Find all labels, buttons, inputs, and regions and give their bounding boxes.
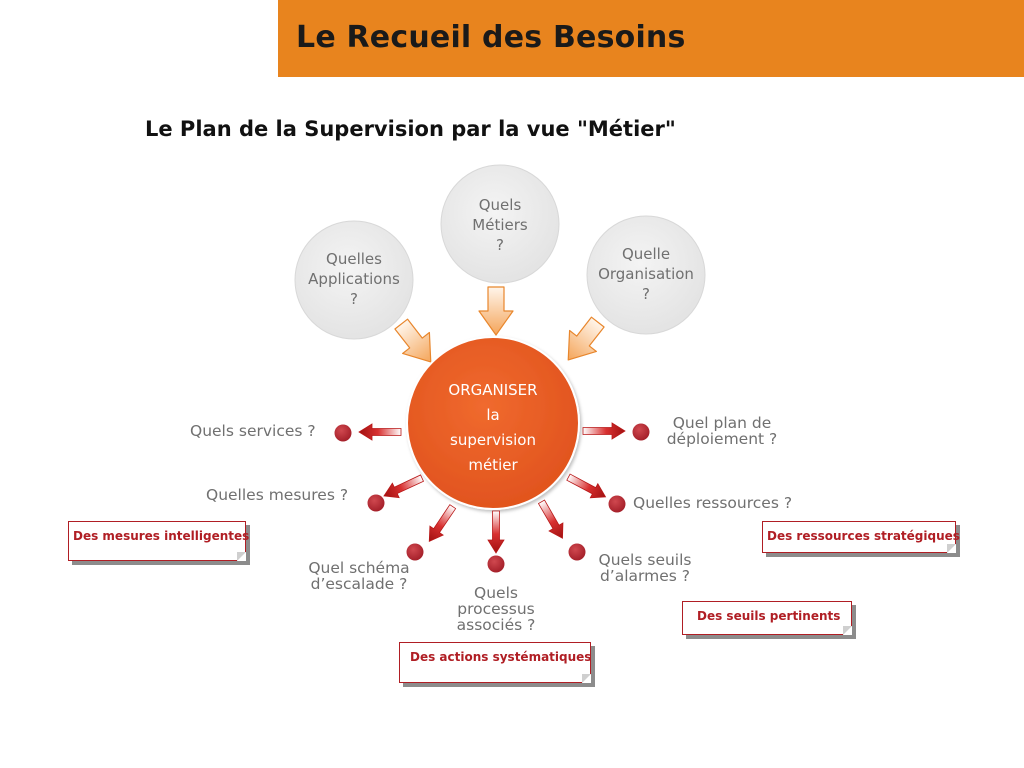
output-label-plan: Quel plan de déploiement ? (655, 415, 789, 447)
output-label-line: déploiement ? (666, 430, 778, 448)
output-arrow-services (358, 423, 402, 441)
output-arrow-seuils (534, 497, 570, 543)
input-label-line: ? (350, 290, 358, 308)
diagram-subtitle: Le Plan de la Supervision par la vue "Mé… (145, 117, 676, 141)
input-circle-metiers (440, 164, 560, 284)
callout-page-fold (582, 674, 591, 683)
header-bar (278, 0, 1024, 77)
output-label-ressources: Quelles ressources ? (633, 494, 793, 512)
callout-page-fold (843, 626, 852, 635)
callout-seuils: Des seuils pertinents (682, 601, 852, 635)
center-label: ORGANISER la supervision métier (410, 378, 576, 478)
output-arrow-plan (582, 422, 626, 440)
input-circle-organisation (586, 215, 706, 335)
output-label-services: Quels services ? (190, 422, 316, 440)
input-label-line: Quels (478, 196, 522, 214)
input-label-line: Quelle (621, 245, 671, 263)
input-label-applications: Quelles Applications ? (295, 249, 413, 309)
output-label-line: Quel plan de (672, 414, 772, 432)
callout-page-fold (237, 552, 246, 561)
output-arrow-processus (487, 510, 505, 554)
callout-mesures: Des mesures intelligentes (68, 521, 250, 561)
input-circle-applications (294, 220, 414, 340)
center-circle (406, 336, 580, 510)
center-label-line: la (486, 406, 500, 424)
input-label-line: Organisation (598, 265, 694, 283)
input-label-line: Quelles (326, 250, 382, 268)
output-label-line: Quels seuils (598, 551, 692, 569)
output-label-line: processus (457, 600, 535, 618)
page-title: Le Recueil des Besoins (296, 20, 686, 55)
input-label-metiers: Quels Métiers ? (441, 195, 559, 255)
bullet-dot-ressources (608, 495, 626, 513)
input-arrow-metiers (478, 286, 514, 336)
center-label-line: ORGANISER (448, 381, 538, 399)
output-label-escalade: Quel schéma d’escalade ? (292, 560, 426, 592)
callout-ressources: Des ressources stratégiques (762, 521, 960, 553)
output-label-line: d’escalade ? (310, 575, 408, 593)
bullet-dot-mesures (367, 494, 385, 512)
bullet-dot-seuils (568, 543, 586, 561)
output-label-seuils: Quels seuils d’alarmes ? (585, 552, 705, 584)
output-arrow-escalade (422, 501, 460, 547)
bullet-dot-services (334, 424, 352, 442)
input-label-line: Applications (308, 270, 400, 288)
input-label-line: Métiers (472, 216, 528, 234)
input-arrow-organisation (554, 311, 612, 371)
output-label-line: associés ? (456, 616, 536, 634)
input-label-organisation: Quelle Organisation ? (587, 244, 705, 304)
output-label-mesures: Quelles mesures ? (206, 486, 349, 504)
callout-page-fold (947, 544, 956, 553)
output-label-line: d’alarmes ? (599, 567, 691, 585)
output-label-line: Quels (474, 584, 518, 602)
callout-text: Des actions systématiques (410, 650, 592, 664)
callout-actions: Des actions systématiques (399, 642, 591, 683)
center-label-line: métier (468, 456, 518, 474)
bullet-dot-processus (487, 555, 505, 573)
callout-text: Des mesures intelligentes (73, 529, 250, 543)
callout-text: Des seuils pertinents (697, 609, 841, 623)
input-label-line: ? (642, 285, 650, 303)
center-label-line: supervision (450, 431, 536, 449)
output-label-line: Quel schéma (308, 559, 410, 577)
input-label-line: ? (496, 236, 504, 254)
output-label-processus: Quels processus associés ? (440, 585, 552, 633)
bullet-dot-plan (632, 423, 650, 441)
callout-text: Des ressources stratégiques (767, 529, 960, 543)
bullet-dot-escalade (406, 543, 424, 561)
